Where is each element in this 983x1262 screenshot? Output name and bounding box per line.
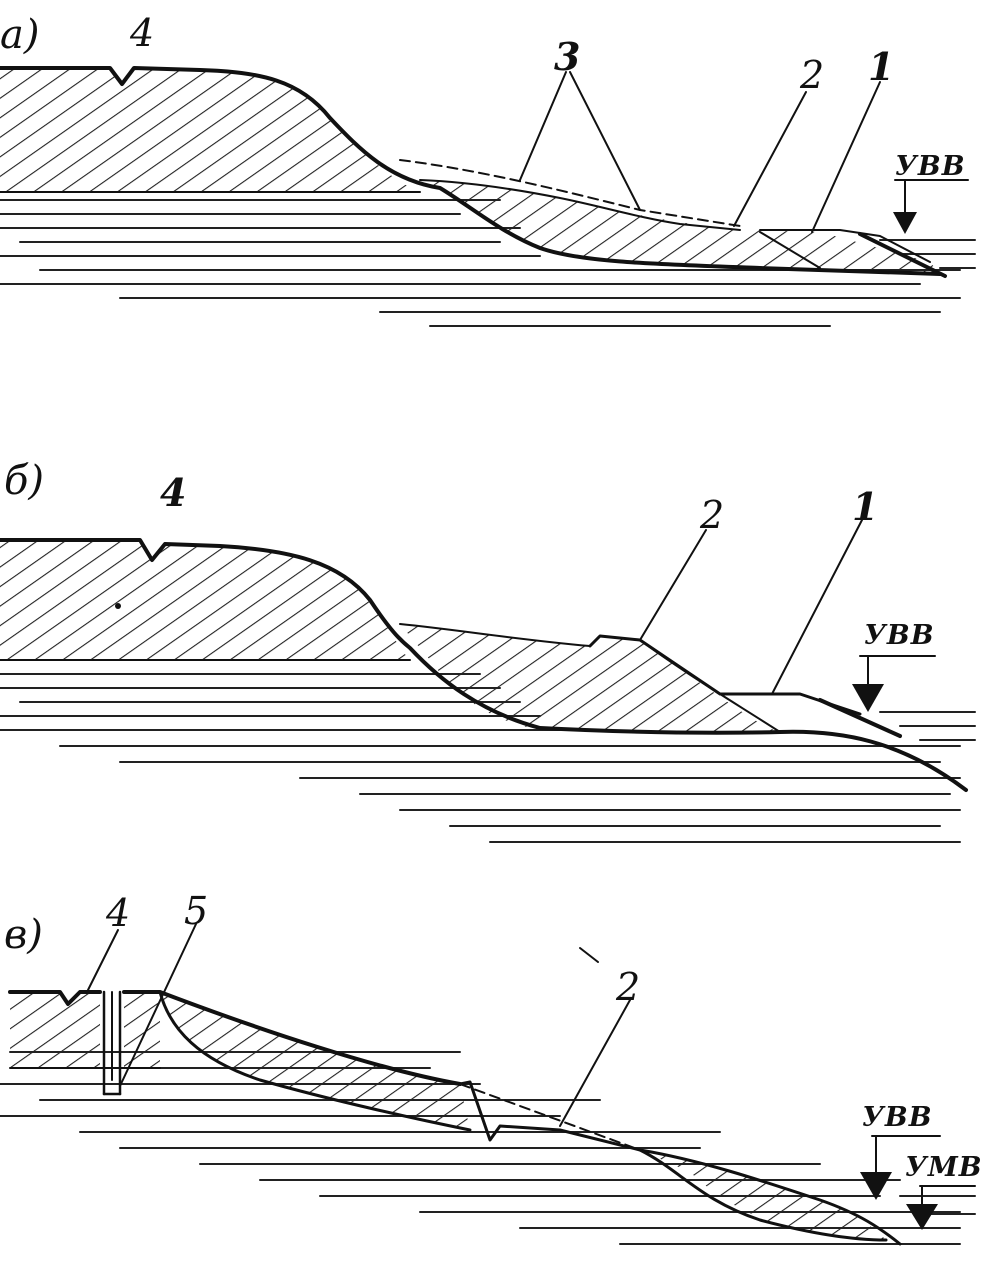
panel-c-lower-mass bbox=[640, 1150, 886, 1240]
panel-c-level-uvv: УВВ bbox=[862, 1102, 933, 1133]
panel-b-label: б) bbox=[4, 458, 44, 504]
panel-b-marker-4: 4 bbox=[160, 470, 186, 515]
panel-a-bank-mass bbox=[0, 68, 420, 192]
panel-c-marker-4: 4 bbox=[105, 891, 130, 935]
panel-c-marker-5: 5 bbox=[184, 889, 208, 933]
panel-c-level-umv: УМВ bbox=[905, 1152, 983, 1183]
panel-c-label: в) bbox=[4, 912, 43, 958]
panel-a-label: а) bbox=[0, 12, 39, 58]
panel-a-marker-1: 1 bbox=[868, 44, 894, 89]
panel-a bbox=[0, 66, 976, 327]
panel-b-uvv-marker bbox=[852, 655, 936, 712]
panel-b-slope-mass bbox=[400, 624, 780, 732]
panel-b-water-lines bbox=[0, 673, 976, 843]
panel-c-uvv-marker bbox=[860, 1135, 941, 1200]
panel-b-level-uvv: УВВ bbox=[864, 620, 935, 651]
panel-a-uvv-marker bbox=[893, 179, 969, 234]
panel-a-level-uvv: УВВ bbox=[895, 151, 966, 182]
panel-c-slope-mass bbox=[160, 992, 470, 1130]
panel-c-bank-mass bbox=[10, 992, 100, 1068]
panel-b bbox=[0, 519, 976, 843]
panel-a-marker-4: 4 bbox=[129, 11, 154, 55]
panel-a-marker-2: 2 bbox=[799, 53, 824, 97]
panel-c-drain bbox=[102, 990, 122, 1096]
panel-c-marker-2: 2 bbox=[615, 965, 640, 1009]
panel-c-bank-mass-right bbox=[124, 992, 160, 1068]
panel-c-umv-marker bbox=[906, 1185, 976, 1230]
panel-b-marker-2: 2 bbox=[699, 493, 724, 537]
panel-b-bank-mass bbox=[0, 540, 410, 660]
panel-c bbox=[0, 923, 976, 1246]
panel-b-marker-1: 1 bbox=[852, 484, 878, 529]
panel-a-marker-3: 3 bbox=[554, 34, 580, 79]
